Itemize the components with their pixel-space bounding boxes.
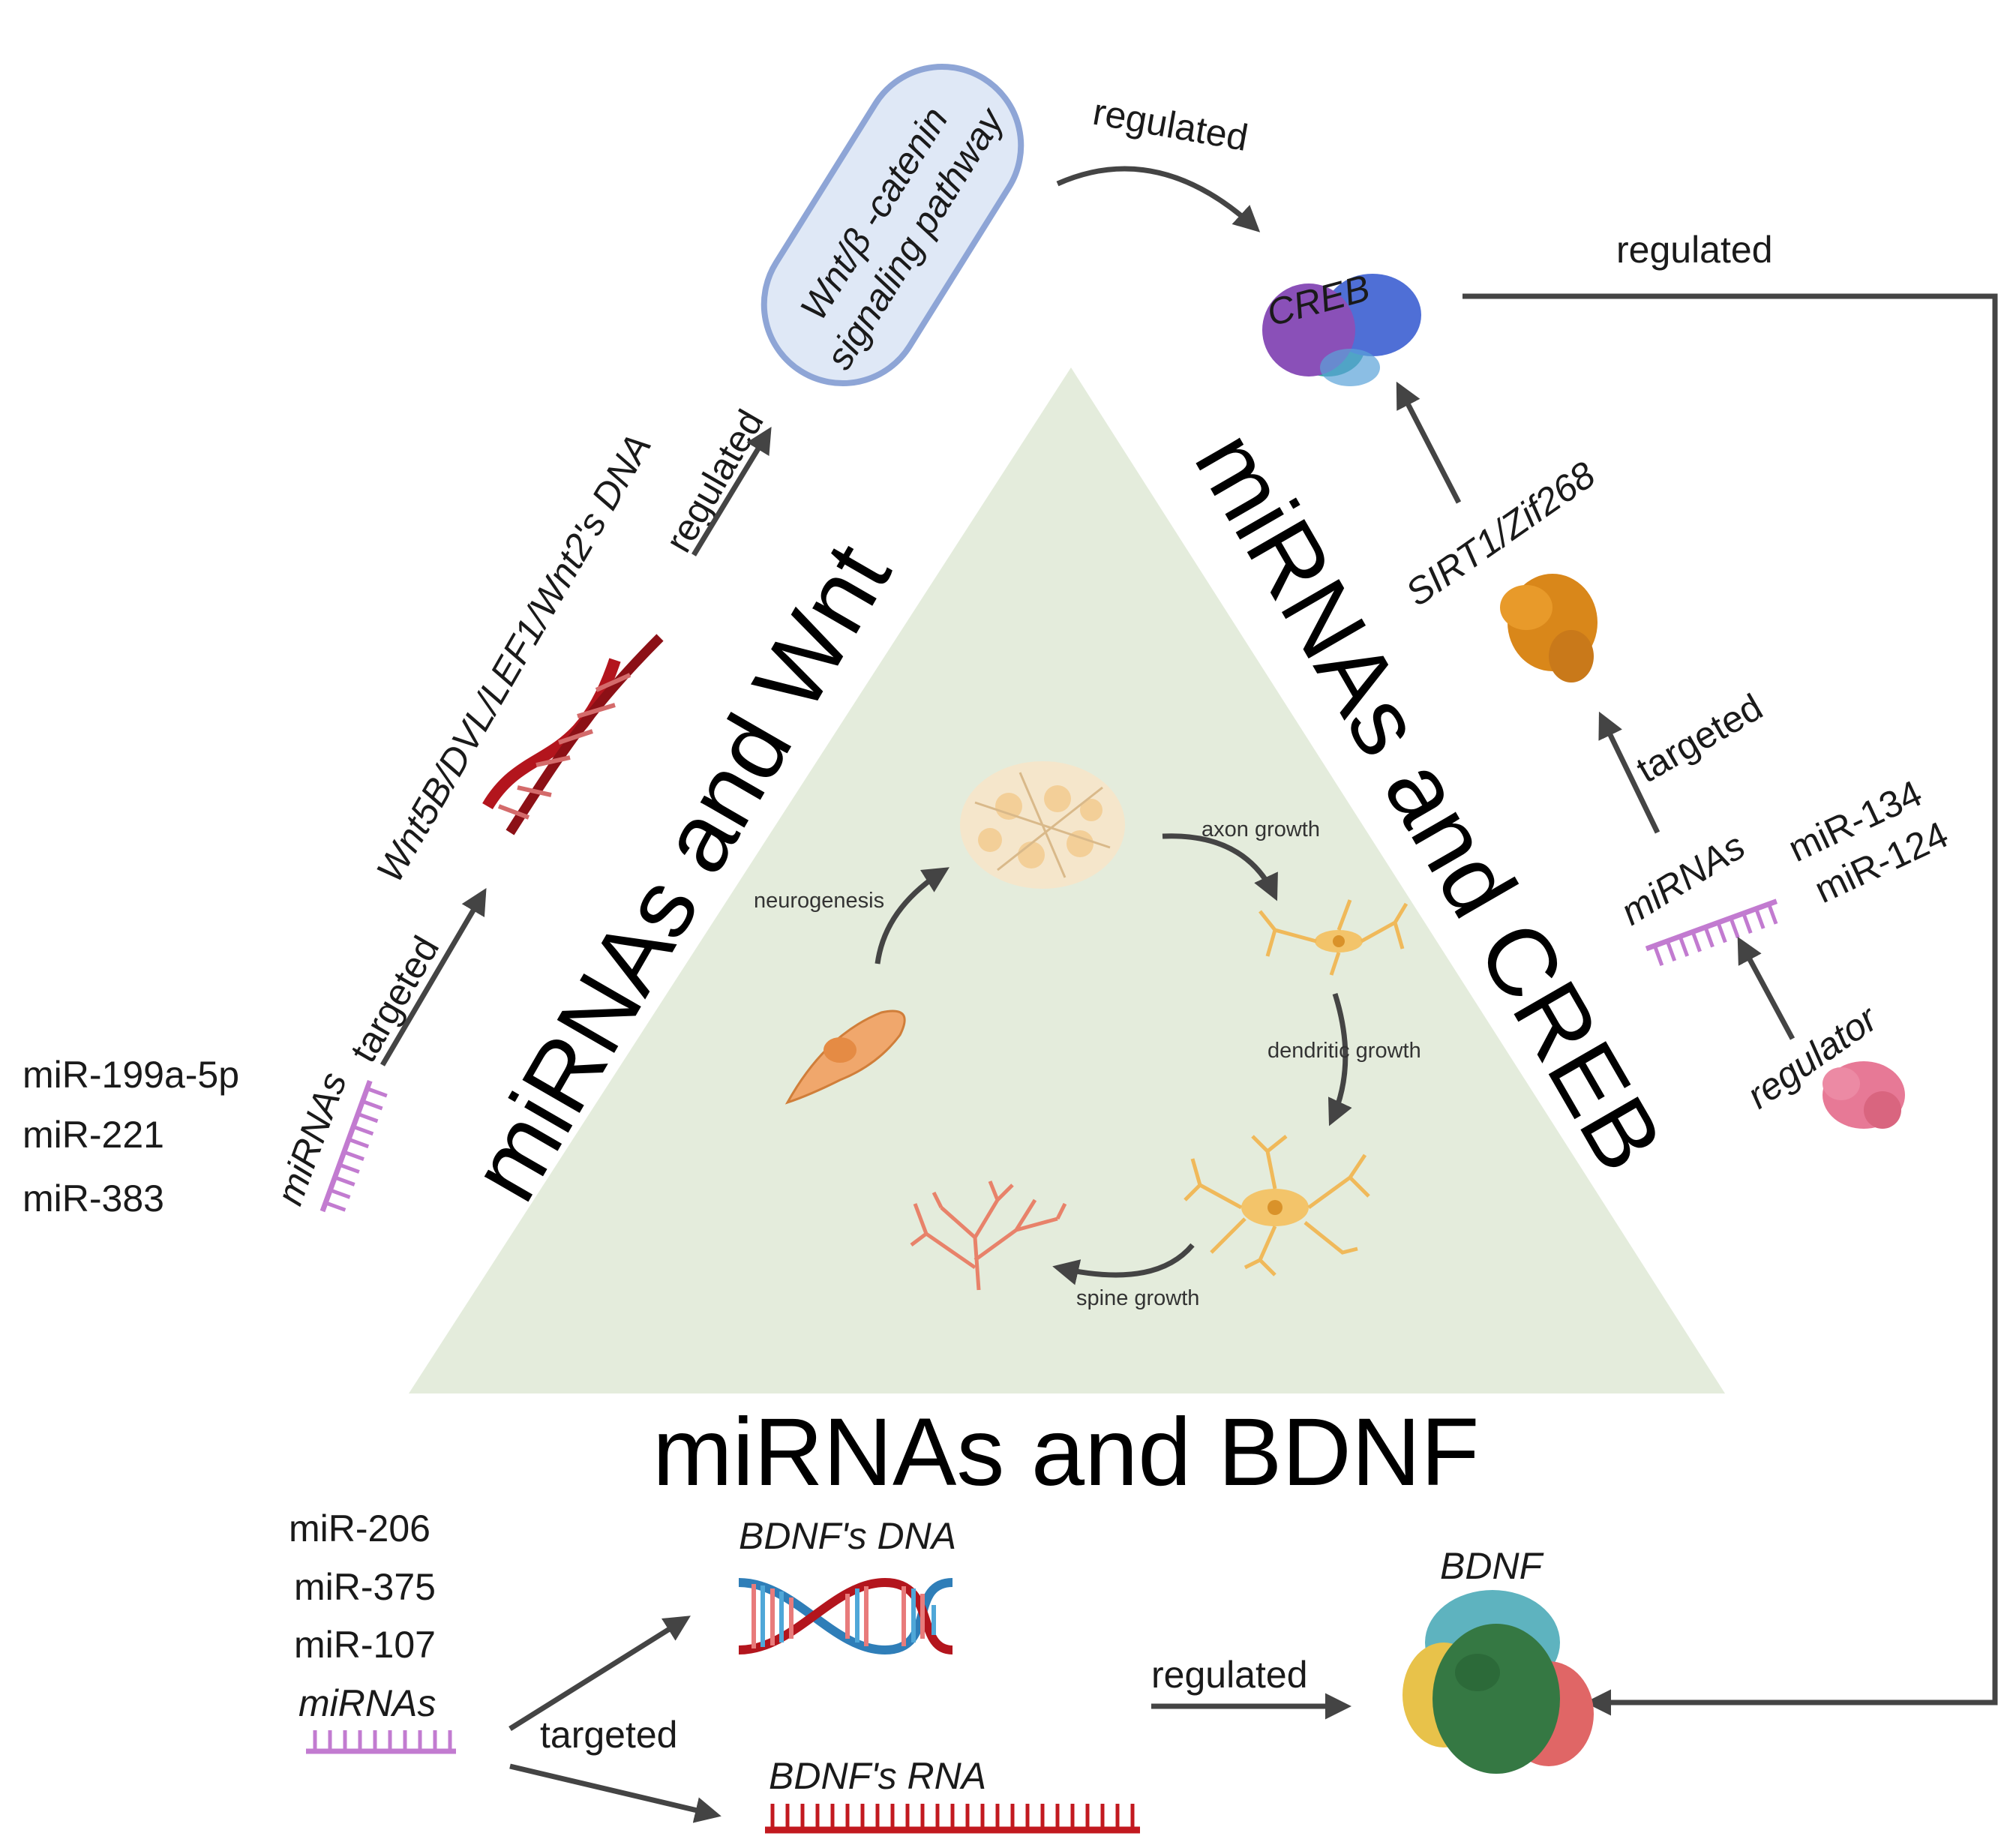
bdnf-mirna-comb-icon (306, 1730, 456, 1754)
creb-to-bdnf-arrow (1462, 293, 1998, 1716)
creb-mirna-comb-icon (1645, 898, 1778, 967)
regulator-protein-icon (1822, 1061, 1905, 1129)
bdnf-rna-strand-icon (765, 1804, 1140, 1834)
bdnf-mirnas-label: miRNAs (298, 1682, 436, 1724)
wnt-mirna-item-2: miR-383 (22, 1178, 164, 1220)
young-neuron-icon (1258, 899, 1408, 976)
sirt-to-creb-arrow (1396, 381, 1462, 504)
wnt-mirna-item-0: miR-199a-5p (22, 1054, 239, 1096)
neurogenesis-arrow (874, 867, 950, 964)
progenitor-cell-icon (784, 1010, 906, 1105)
dendritic-spines-icon (910, 1180, 1067, 1291)
wnt-targeted-arrow (380, 887, 487, 1066)
bdnf-mirna-item-0: miR-206 (289, 1508, 430, 1550)
regulator-to-mirnas-arrow (1737, 936, 1796, 1040)
wnt-regulated-label: regulated (657, 403, 772, 560)
sirt-zif268-protein-icon (1500, 574, 1598, 682)
neurogenesis-label: neurogenesis (754, 889, 884, 913)
wnt-mirna-item-1: miR-221 (22, 1114, 164, 1156)
dendritic-growth-label: dendritic growth (1268, 1039, 1421, 1063)
bdnf-mirna-item-2: miR-107 (294, 1624, 436, 1666)
mirnas-to-bdnf-rna-arrow (509, 1763, 722, 1823)
pathway-to-creb-arrow (1056, 166, 1261, 232)
mirnas-to-sirt-arrow (1598, 711, 1660, 834)
title-mirnas-and-bdnf: miRNAs and BDNF (652, 1399, 1479, 1506)
wnt-mirna-comb-icon (320, 1079, 388, 1213)
creb-regulated-right-label: regulated (1616, 229, 1773, 271)
bdnf-dna-label: BDNF's DNA (739, 1515, 956, 1557)
neurosphere-cluster-icon (960, 761, 1125, 889)
bdnf-rna-label: BDNF's RNA (769, 1755, 986, 1797)
wnt-regulated-arrow (692, 427, 772, 556)
wnt-pathway-pill: Wnt/β -catenin signaling pathway (760, 63, 1024, 387)
bdnf-dna-helix-icon (738, 1577, 953, 1655)
bdnf-mirna-item-1: miR-375 (294, 1566, 436, 1608)
creb-protein-icon (1262, 274, 1421, 386)
axon-growth-label: axon growth (1202, 818, 1320, 842)
wnt-dna-helix-icon (482, 634, 664, 836)
mature-neuron-icon (1184, 1135, 1370, 1276)
creb-targeted-label: targeted (1630, 686, 1770, 790)
neuron-cycle: neurogenesis axon growth dendritic growt… (754, 761, 1421, 1310)
wnt-mirnas-label: miRNAs (268, 1066, 355, 1210)
mirnas-to-bdnf-dna-arrow (508, 1616, 691, 1731)
regulated-to-creb-label: regulated (1090, 91, 1251, 159)
bdnf-regulated-label: regulated (1151, 1654, 1308, 1696)
bdnf-protein-icon (1402, 1590, 1594, 1774)
spine-growth-label: spine growth (1076, 1286, 1199, 1310)
axon-growth-arrow (1162, 833, 1278, 902)
bdnf-targeted-label: targeted (540, 1714, 677, 1756)
dendritic-growth-arrow (1328, 992, 1352, 1126)
bdnf-protein-label: BDNF (1440, 1545, 1544, 1587)
spine-growth-arrow (1052, 1243, 1195, 1286)
